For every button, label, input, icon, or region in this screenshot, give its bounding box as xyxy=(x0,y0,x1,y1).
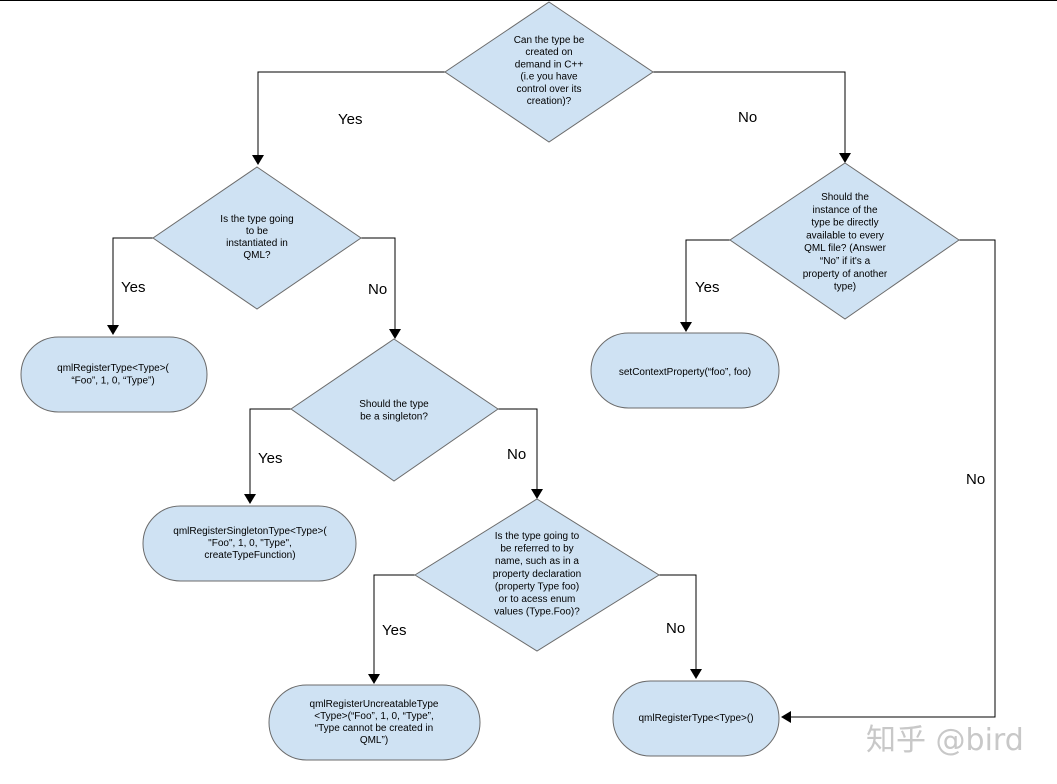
edge-d2-yes xyxy=(107,237,153,335)
node-text-line: <Type>(“Foo”, 1, 0, “Type”, xyxy=(314,711,434,722)
decision-singleton-text: Should the type be a singleton? xyxy=(359,399,429,423)
edge-label-d2-no: No xyxy=(368,281,387,298)
edge-d5-no xyxy=(659,574,702,679)
terminal-qmlregistertype-plain-text: qmlRegisterType<Type>() xyxy=(638,713,753,724)
node-text-line: created on xyxy=(525,47,572,58)
node-text-line: setContextProperty(“foo”, foo) xyxy=(619,367,751,378)
edge-label-d5-yes: Yes xyxy=(382,622,406,639)
node-text-line: Should the type xyxy=(359,399,429,410)
edge-d4-yes xyxy=(244,408,291,504)
node-text-line: Should the xyxy=(821,192,869,203)
node-text-line: “No” if it's a xyxy=(820,256,871,267)
node-text-line: “Type cannot be created in xyxy=(315,723,433,734)
node-text-line: QML”) xyxy=(360,735,388,746)
node-text-line: type be directly xyxy=(811,218,878,229)
edge-d1-no xyxy=(652,71,851,163)
node-text-line: name, such as in a xyxy=(495,556,579,567)
node-text-line: QML? xyxy=(243,250,271,261)
decision-available-every-qml-file xyxy=(729,162,960,320)
decision-nodes xyxy=(152,1,960,652)
node-text-line: “Foo”, 1, 0, “Type”) xyxy=(71,376,154,387)
decision-referred-by-name xyxy=(414,498,660,652)
node-text-line: values (Type.Foo)? xyxy=(494,607,580,618)
node-text-line: control over its xyxy=(516,84,581,95)
edge-d3-yes xyxy=(680,239,730,332)
node-text-line: Is the type going xyxy=(220,214,293,225)
terminal-setcontextproperty xyxy=(590,332,780,409)
terminal-qmlregistertype-plain xyxy=(612,680,780,757)
node-text-line: qmlRegisterSingletonType<Type>( xyxy=(173,526,327,537)
terminal-setcontextproperty-text: setContextProperty(“foo”, foo) xyxy=(619,367,751,378)
node-text-line: (property Type foo) xyxy=(495,581,579,592)
edge-label-d1-yes: Yes xyxy=(338,111,362,128)
connectors xyxy=(107,71,996,723)
terminal-qmlregisteruncreatabletype-text: qmlRegisterUncreatableType<Type>(“Foo”, … xyxy=(310,699,439,746)
decision-can-create-in-cpp xyxy=(444,1,654,143)
node-text-line: or to acess enum xyxy=(499,594,576,605)
node-text-line: (i.e you have xyxy=(520,72,578,83)
edge-d4-no xyxy=(498,408,543,499)
node-text-line: be referred to by xyxy=(500,544,573,555)
node-text-line: demand in C++ xyxy=(515,59,584,70)
edge-label-d2-yes: Yes xyxy=(121,279,145,296)
node-text-line: "Foo", 1, 0, "Type", xyxy=(208,538,292,549)
edge-label-d3-no: No xyxy=(966,471,985,488)
edge-d3-no xyxy=(781,239,996,723)
node-text-line: Can the type be xyxy=(514,35,585,46)
decision-instantiated-in-qml xyxy=(152,166,362,310)
terminal-qmlregistersingletontype-text: qmlRegisterSingletonType<Type>("Foo", 1,… xyxy=(173,526,327,561)
node-text-line: QML file? (Answer xyxy=(804,243,887,254)
node-text-line: qmlRegisterType<Type>() xyxy=(638,713,753,724)
edge-label-d3-yes: Yes xyxy=(695,279,719,296)
edge-label-d1-no: No xyxy=(738,109,757,126)
node-text-line: available to every xyxy=(806,230,884,241)
node-text-line: Is the type going to xyxy=(495,531,580,542)
node-text-line: be a singleton? xyxy=(360,412,428,423)
node-text-line: property declaration xyxy=(493,569,581,580)
node-text-line: to be xyxy=(246,226,269,237)
decision-singleton xyxy=(290,338,499,482)
edge-d2-no xyxy=(361,237,401,339)
node-text-line: type) xyxy=(834,282,856,293)
terminal-qmlregisteruncreatabletype xyxy=(268,684,481,761)
edge-label-d5-no: No xyxy=(666,620,685,637)
terminal-nodes xyxy=(20,332,780,761)
edge-label-d4-yes: Yes xyxy=(258,450,282,467)
edge-d5-yes xyxy=(368,574,415,684)
terminal-qmlregistertype-foo xyxy=(20,336,208,413)
node-text-line: instantiated in xyxy=(226,238,288,249)
terminal-qmlregistertype-foo-text: qmlRegisterType<Type>( “Foo”, 1, 0, “Type… xyxy=(57,363,169,387)
edge-d1-yes xyxy=(252,71,445,165)
node-text-line: creation)? xyxy=(527,96,572,107)
edge-labels: Yes No Yes No Yes No Yes No Yes No xyxy=(121,109,985,639)
node-text-line: instance of the xyxy=(812,205,877,216)
decision-available-every-qml-file-text: Should the instance of the type be directl… xyxy=(803,192,888,293)
edge-label-d4-no: No xyxy=(507,446,526,463)
node-text-line: qmlRegisterType<Type>( xyxy=(57,363,169,374)
terminal-qmlregistersingletontype xyxy=(142,505,357,582)
node-text-line: qmlRegisterUncreatableType xyxy=(310,699,439,710)
node-text-line: property of another xyxy=(803,269,888,280)
node-text-line: createTypeFunction) xyxy=(204,550,295,561)
watermark: 知乎 @bird xyxy=(866,723,1024,758)
